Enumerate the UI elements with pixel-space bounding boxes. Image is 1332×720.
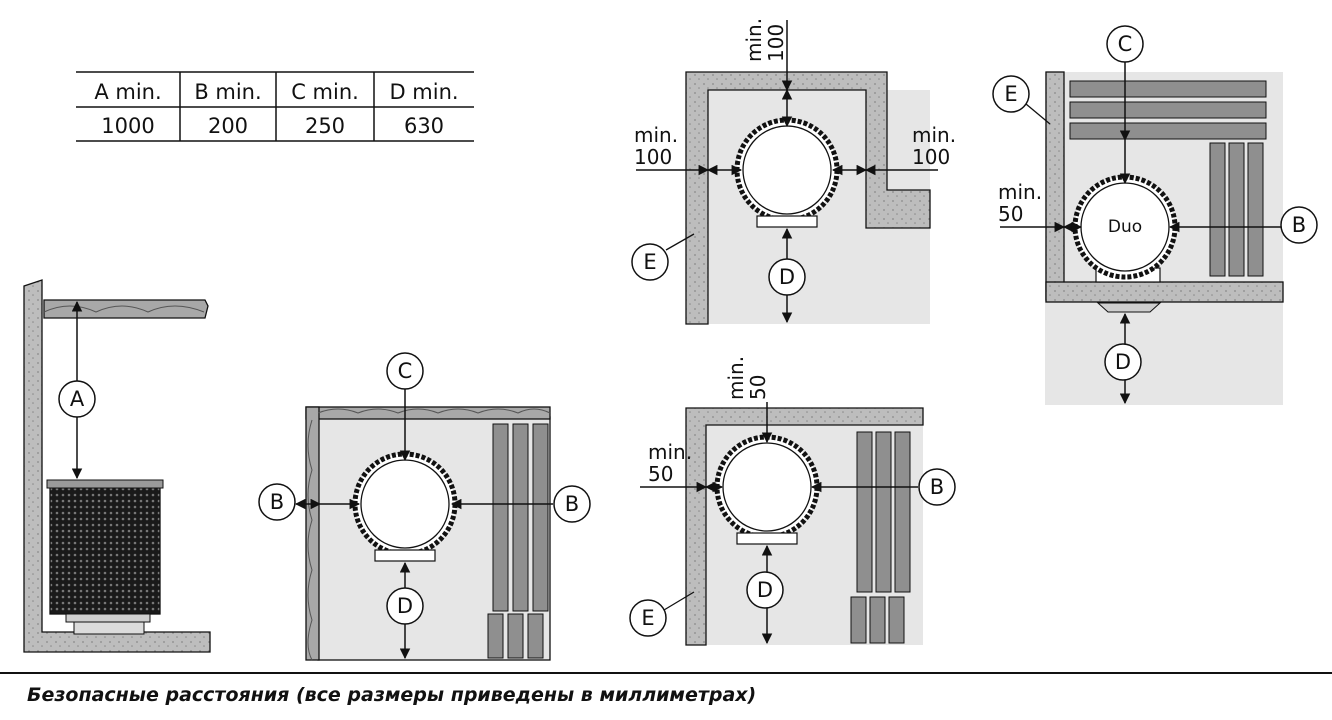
duo-label: Duo (1108, 217, 1142, 237)
plan2-wall (685, 71, 931, 325)
side-wall-floor (23, 279, 211, 653)
plan2-right-min: min. (912, 123, 956, 147)
plan1-callout-b-right: B (565, 492, 579, 516)
wood-wall-left (305, 406, 320, 661)
plan4-wall-bottom (1045, 281, 1284, 303)
plan1-callout-b-left: B (270, 490, 284, 514)
side-view: A (23, 279, 211, 653)
plan4-left-min: min. (998, 180, 1042, 204)
plan3-left-value: 50 (648, 462, 673, 486)
plan4-wall-left (1045, 71, 1065, 301)
plan4-callout-c: C (1118, 32, 1133, 56)
plan4-left-value: 50 (998, 202, 1023, 226)
plan-view-wood-walls: C B B D (258, 352, 591, 661)
table-value-b: 200 (208, 114, 248, 138)
callout-a-label: A (70, 387, 85, 411)
plan4-callout-d: D (1115, 350, 1131, 374)
table-header-c: C min. (291, 80, 359, 104)
caption-divider (0, 672, 1332, 674)
plan2-callout-d: D (779, 265, 795, 289)
plan2-right-value: 100 (912, 145, 950, 169)
figure-caption: Безопасные расстояния (все размеры приве… (27, 684, 757, 706)
callout-a (58, 380, 96, 418)
plan3-callout-b: B (930, 475, 944, 499)
plan2-top-value: 100 (764, 24, 788, 62)
table-header-a: A min. (94, 80, 161, 104)
plan1-callout-c: C (398, 359, 413, 383)
plan1-callout-d: D (397, 594, 413, 618)
distance-table: A min. B min. C min. D min. 1000 200 250… (76, 71, 474, 142)
table-header-b: B min. (194, 80, 261, 104)
plan2-callout-e: E (643, 250, 656, 274)
plan4-callout-b: B (1292, 213, 1306, 237)
plan-view-masonry-50: min. 50 min. 50 B D E (629, 356, 956, 646)
plan3-top-min: min. (724, 356, 748, 400)
plan2-left-min: min. (634, 123, 678, 147)
plan3-left-min: min. (648, 440, 692, 464)
table-value-d: 630 (404, 114, 444, 138)
plan-view-masonry-100: min. 100 min. 100 min. 100 D E (631, 18, 956, 325)
table-value-c: 250 (305, 114, 345, 138)
stove-side (49, 483, 161, 615)
plan2-top-min: min. (742, 18, 766, 62)
plan3-top-value: 50 (746, 375, 770, 400)
plan3-callout-d: D (757, 578, 773, 602)
safety-distance-diagram: A min. B min. C min. D min. 1000 200 250… (23, 18, 1318, 661)
table-value-a: 1000 (101, 114, 154, 138)
side-ceiling (43, 299, 209, 319)
plan-view-duo: Duo C min. 50 B D E (992, 25, 1318, 405)
plan3-wall (685, 407, 924, 646)
plan3-callout-e: E (641, 606, 654, 630)
plan4-callout-e: E (1004, 82, 1017, 106)
plan2-left-value: 100 (634, 145, 672, 169)
table-header-d: D min. (389, 80, 458, 104)
